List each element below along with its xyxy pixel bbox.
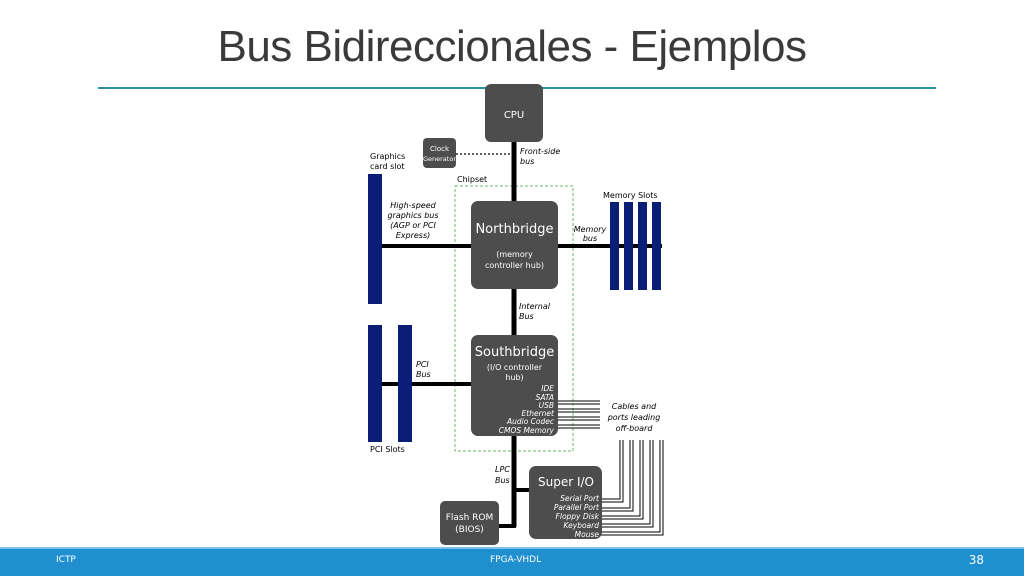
southbridge-box [471,335,558,436]
sb-port-usb: USB [539,401,554,410]
highspeed-label-2: graphics bus [387,211,438,220]
cables-label-2: ports leading [607,413,661,422]
chipset-label: Chipset [457,175,487,184]
lpc-bus-label-2: Bus [495,476,510,485]
memory-slot-2 [624,202,633,290]
clock-label-1: Clock [430,145,450,153]
southbridge-label: Southbridge [475,345,555,360]
internal-bus-label-1: Internal [519,302,551,311]
chipset-diagram: CPU Clock Generator Northbridge (memory … [368,84,664,545]
sio-port-keyboard: Keyboard [564,521,600,530]
pci-bus-label-2: Bus [416,370,431,379]
graphics-slot-label-2: card slot [370,162,405,171]
internal-bus-label-2: Bus [519,312,534,321]
memory-slots-label: Memory Slots [603,191,658,200]
sb-port-ide: IDE [541,384,554,393]
page-number: 38 [968,553,984,567]
memory-slot-3 [638,202,647,290]
highspeed-label-1: High-speed [390,201,436,210]
graphics-card-slot [368,174,382,304]
southbridge-sub-1: (I/O controller [487,363,543,372]
flash-label-1: Flash ROM [446,513,494,523]
footer-center: FPGA-VHDL [490,555,542,565]
northbridge-label: Northbridge [475,222,553,237]
southbridge-sub-2: hub) [505,373,523,382]
flash-rom-box [440,501,499,545]
sb-port-ethernet: Ethernet [522,409,555,418]
memory-slot-4 [652,202,661,290]
cables-label-3: off-board [616,424,654,433]
sb-port-sata: SATA [536,393,554,402]
lpc-bus-label-1: LPC [495,465,510,474]
footer-left: ICTP [56,555,76,565]
graphics-slot-label-1: Graphics [370,152,405,161]
front-side-bus-label-1: Front-side [520,147,560,156]
sio-port-mouse: Mouse [575,530,600,539]
highspeed-label-4: Express) [396,231,431,240]
clock-generator-box [423,138,456,168]
flash-label-2: (BIOS) [455,525,484,535]
highspeed-label-3: (AGP or PCI [390,221,436,230]
memory-bus-label-2: bus [583,234,597,243]
southbridge-cables [556,400,600,429]
clock-label-2: Generator [423,155,456,163]
pci-slot-1 [368,325,382,442]
front-side-bus-label-2: bus [520,157,534,166]
pci-slots-label: PCI Slots [370,445,405,454]
cables-label-1: Cables and [612,402,657,411]
cpu-label: CPU [504,110,524,121]
pci-bus-label-1: PCI [416,360,429,369]
cpu-box [485,84,543,142]
super-io-box [529,466,602,539]
memory-bus-label-1: Memory [574,225,607,234]
northbridge-box [471,201,558,289]
northbridge-sub-2: controller hub) [485,261,544,270]
sio-port-parallel: Parallel Port [554,503,600,512]
sio-port-serial: Serial Port [560,494,600,503]
pci-slot-2 [398,325,412,442]
memory-slot-1 [610,202,619,290]
super-io-label: Super I/O [538,475,594,489]
footer-bar [0,549,1024,576]
slide-title: Bus Bidireccionales - Ejemplos [217,22,807,71]
superio-cables [598,440,664,536]
footer-accent-line [0,547,1024,549]
sio-port-floppy: Floppy Disk [556,512,600,521]
northbridge-sub-1: (memory [496,250,533,259]
sb-port-cmos: CMOS Memory [499,426,555,435]
sb-port-audio: Audio Codec [506,417,555,426]
